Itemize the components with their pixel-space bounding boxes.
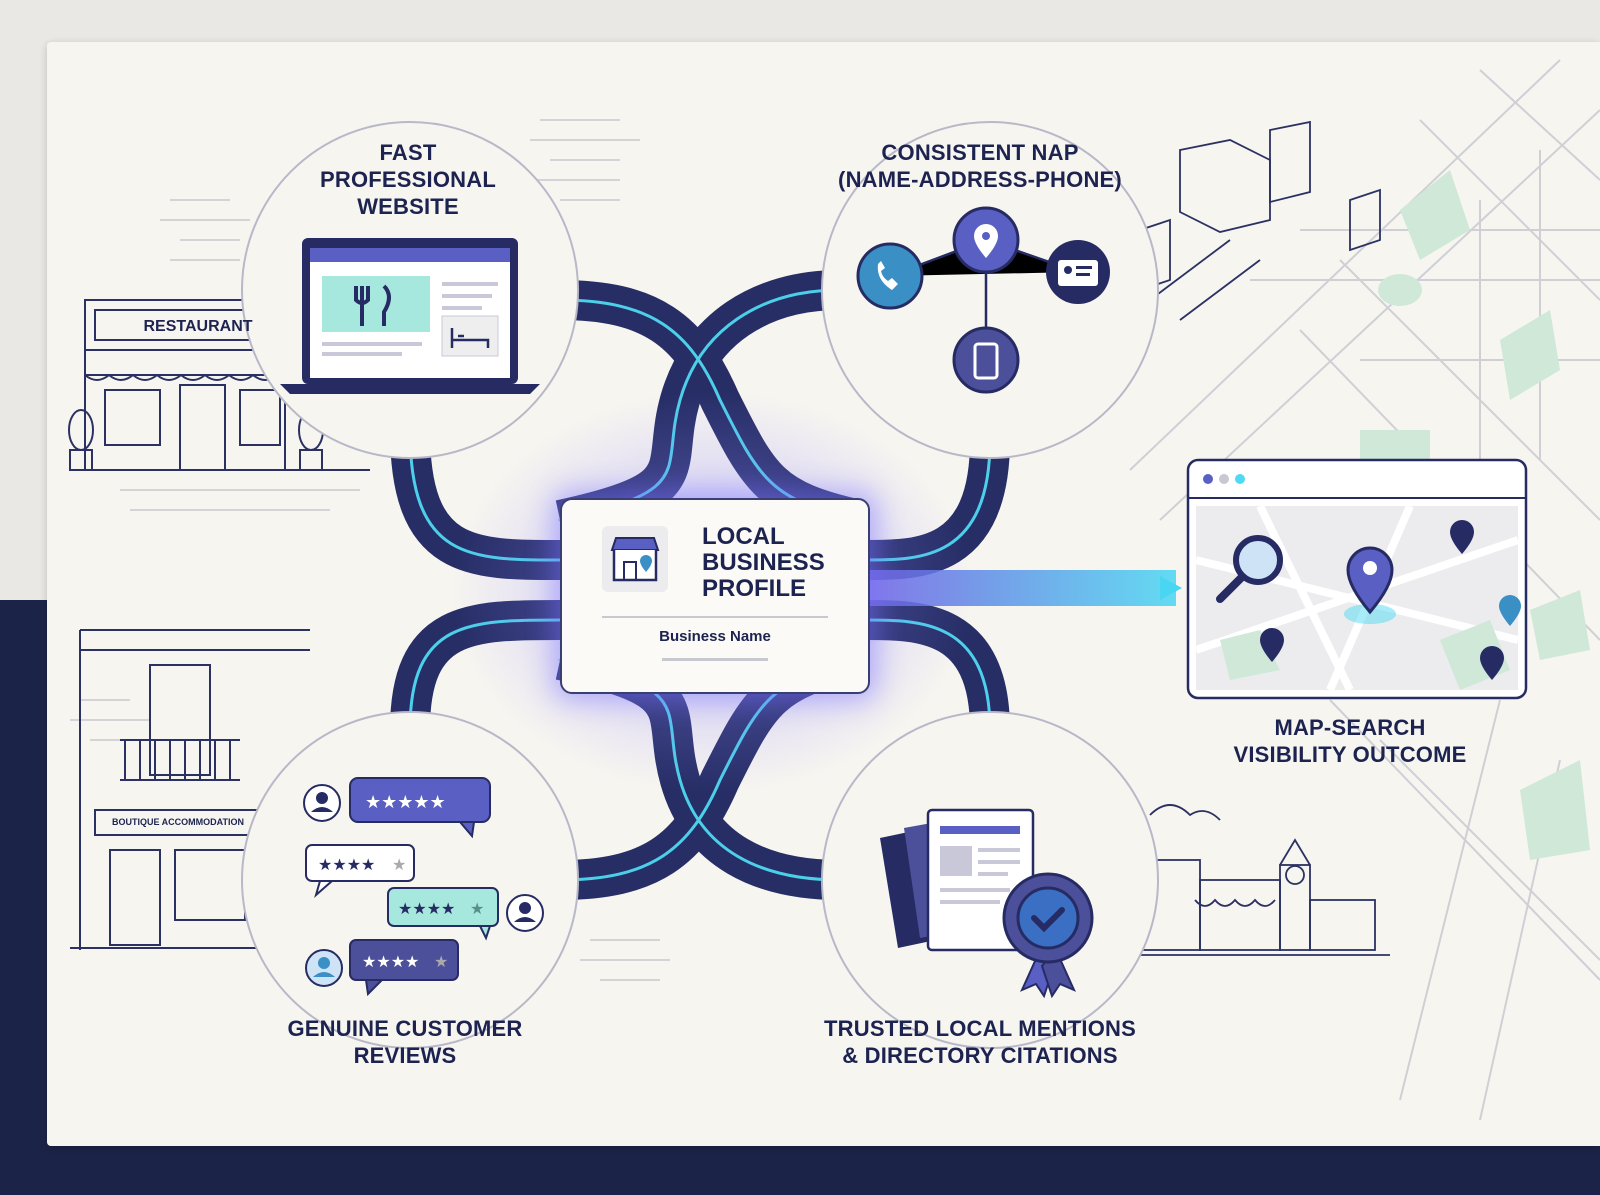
outcome-label: MAP-SEARCH VISIBILITY OUTCOME (1200, 714, 1500, 768)
citations-label: TRUSTED LOCAL MENTIONS & DIRECTORY CITAT… (800, 1015, 1160, 1069)
fork-knife-icon (354, 284, 391, 326)
phone-icon (856, 242, 924, 310)
website-label-line-3: WEBSITE (357, 194, 459, 219)
citations-label-line-2: & DIRECTORY CITATIONS (842, 1043, 1118, 1068)
diagram-card: ★★★★★ ★★★★★ ★★★★★ ★★★★★ (47, 42, 1600, 1146)
hub-placeholder-line (662, 658, 768, 661)
svg-text:★★★★: ★★★★ (318, 857, 375, 874)
reviews-label-line-1: GENUINE CUSTOMER (287, 1016, 523, 1041)
hub-divider (602, 616, 828, 618)
review-bubbles: ★★★★★ ★★★★★ ★★★★★ ★★★★★ (303, 777, 544, 997)
svg-text:★★★★: ★★★★ (398, 901, 455, 918)
outcome-label-line-1: MAP-SEARCH (1274, 715, 1426, 740)
local-business-profile-card[interactable]: LOCAL BUSINESS PROFILE Business Name (560, 498, 870, 694)
citations-label-line-1: TRUSTED LOCAL MENTIONS (824, 1016, 1136, 1041)
reviews-label: GENUINE CUSTOMER REVIEWS (270, 1015, 540, 1069)
svg-text:★: ★ (434, 954, 448, 971)
boutique-sign: BOUTIQUE ACCOMMODATION (112, 817, 244, 827)
badge-check-icon (1002, 872, 1094, 999)
hub-title-line-3: PROFILE (702, 575, 807, 602)
nap-label: CONSISTENT NAP (NAME-ADDRESS-PHONE) (830, 139, 1130, 193)
svg-text:★: ★ (392, 857, 406, 874)
outcome-arrow-icon (1160, 576, 1182, 600)
nap-label-line-1: CONSISTENT NAP (881, 140, 1079, 165)
svg-text:★: ★ (470, 901, 484, 918)
reviews-label-line-2: REVIEWS (353, 1043, 457, 1068)
hub-title-line-1: LOCAL (702, 523, 785, 550)
diagram-canvas: ★★★★★ ★★★★★ ★★★★★ ★★★★★ (68, 59, 1600, 1121)
map-pins (1260, 520, 1521, 680)
website-label-line-2: PROFESSIONAL (320, 167, 496, 192)
restaurant-sign: RESTAURANT (143, 318, 253, 335)
hub-title: LOCAL BUSINESS PROFILE (702, 524, 852, 602)
bed-icon (450, 328, 490, 348)
svg-text:★★★★: ★★★★ (362, 954, 419, 971)
document-icon (880, 808, 1035, 952)
magnifier-icon (1216, 535, 1283, 603)
brick-sketches (70, 119, 670, 981)
map-parks (1360, 170, 1590, 860)
storefront-icon (602, 526, 668, 592)
hub-business-name: Business Name (659, 628, 771, 645)
nap-label-line-2: (NAME-ADDRESS-PHONE) (838, 167, 1122, 192)
city-buildings-sketch (1139, 120, 1381, 321)
laptop-icon (280, 238, 540, 394)
hub-title-line-2: BUSINESS (702, 549, 825, 576)
outcome-label-line-2: VISIBILITY OUTCOME (1233, 742, 1467, 767)
website-label-line-1: FAST (379, 140, 437, 165)
location-pin-icon (952, 206, 1020, 274)
website-label: FAST PROFESSIONAL WEBSITE (290, 139, 526, 220)
id-card-icon (1046, 240, 1110, 304)
svg-text:★★★★★: ★★★★★ (365, 792, 446, 812)
mobile-icon (952, 326, 1020, 394)
